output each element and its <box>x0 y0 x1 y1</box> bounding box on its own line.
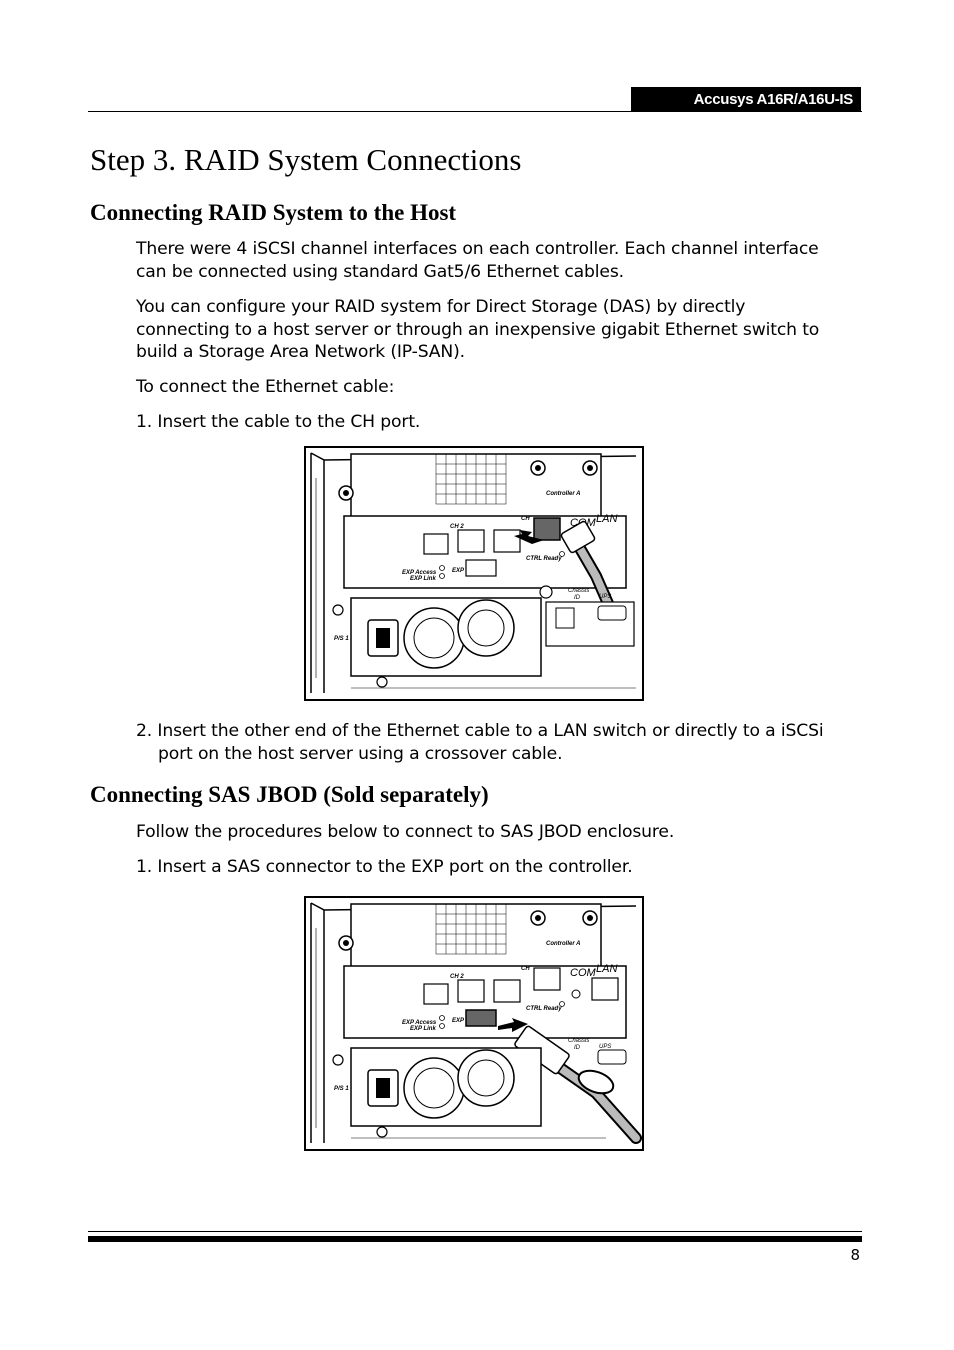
figure-ethernet-connection: Controller A CH 2 CH COM LAN CTRL Ready … <box>304 446 644 701</box>
ch2-label: CH 2 <box>450 974 464 980</box>
step-insert-other-end: 2. Insert the other end of the Ethernet … <box>136 721 824 764</box>
exp-label: EXP <box>452 568 465 574</box>
exp-link-label: EXP Link <box>410 576 436 582</box>
ups-label: UPS <box>599 1044 611 1050</box>
lan-label: LAN <box>596 963 617 975</box>
lan-label: LAN <box>596 513 617 525</box>
paragraph-connect-intro: To connect the Ethernet cable: <box>136 377 395 397</box>
controller-label: Controller A <box>546 941 580 947</box>
section-heading-sas: Connecting SAS JBOD (Sold separately) <box>90 782 489 807</box>
ctrl-ready-label: CTRL Ready <box>526 556 562 562</box>
exp-access-label: EXP Access <box>402 1020 437 1026</box>
ch-label: CH <box>521 516 530 522</box>
com-label: COM <box>570 967 597 979</box>
ctrl-ready-label: CTRL Ready <box>526 1006 562 1012</box>
ups-label: UPS <box>599 594 611 600</box>
chassis-label: Chassis <box>568 588 589 594</box>
footer-rule-thin <box>88 1231 862 1232</box>
ps-label: P/S 1 <box>334 1086 349 1092</box>
controller-illustration-ethernet: Controller A CH 2 CH COM LAN CTRL Ready … <box>310 452 637 693</box>
page-number: 8 <box>850 1246 860 1264</box>
id-label: ID <box>574 1045 581 1051</box>
exp-link-label: EXP Link <box>410 1026 436 1032</box>
footer-rule-thick <box>88 1236 862 1242</box>
section-heading-host: Connecting RAID System to the Host <box>90 200 457 225</box>
figure-sas-connection: Controller A CH 2 CH COM LAN CTRL Ready … <box>304 896 644 1151</box>
header-rule <box>88 111 862 112</box>
ps-label: P/S 1 <box>334 636 349 642</box>
chassis-label: Chassis <box>568 1038 589 1044</box>
exp-access-label: EXP Access <box>402 570 437 576</box>
controller-illustration-sas: Controller A CH 2 CH COM LAN CTRL Ready … <box>310 902 642 1144</box>
id-label: ID <box>574 595 581 601</box>
paragraph-das: You can configure your RAID system for D… <box>136 297 820 362</box>
header-product-tag: Accusys A16R/A16U-IS <box>631 87 861 112</box>
ch-label: CH <box>521 966 530 972</box>
controller-label: Controller A <box>546 491 580 497</box>
exp-label: EXP <box>452 1018 465 1024</box>
step-insert-ch: 1. Insert the cable to the CH port. <box>136 412 421 432</box>
page-title: Step 3. RAID System Connections <box>90 142 522 177</box>
ch2-label: CH 2 <box>450 524 464 530</box>
paragraph-sas-intro: Follow the procedures below to connect t… <box>136 822 675 842</box>
step-insert-sas: 1. Insert a SAS connector to the EXP por… <box>136 857 633 877</box>
paragraph-channels: There were 4 iSCSI channel interfaces on… <box>136 239 819 282</box>
